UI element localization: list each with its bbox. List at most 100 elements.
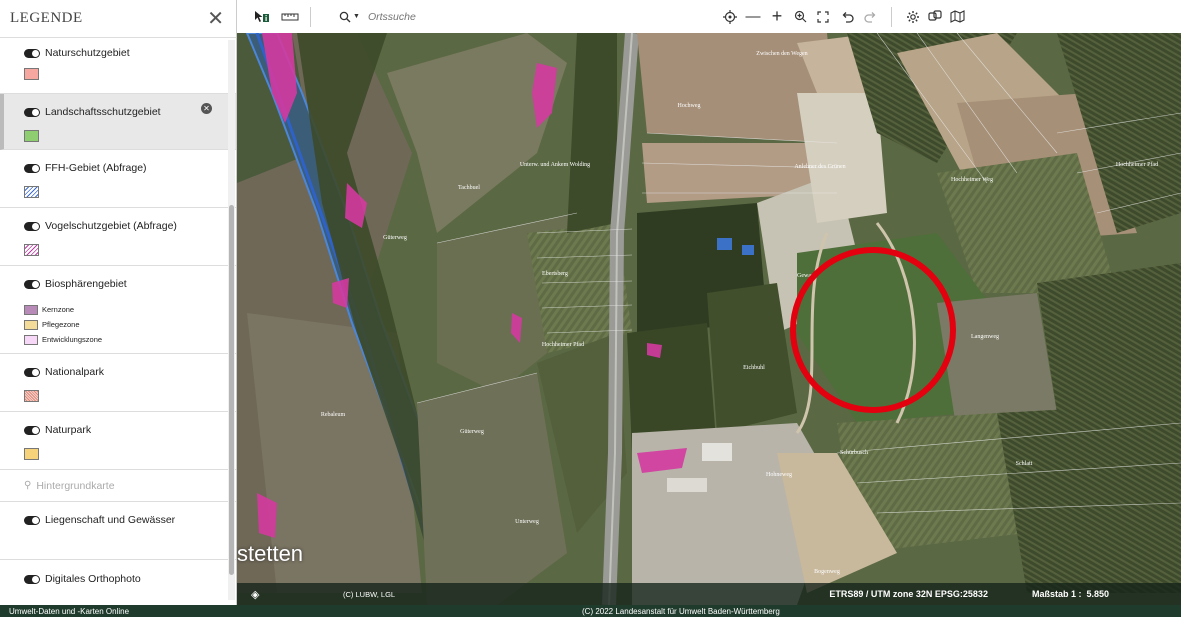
- redo-icon[interactable]: [859, 11, 881, 23]
- legend-scrollbar-thumb[interactable]: [229, 205, 234, 575]
- toggle-icon[interactable]: [24, 48, 40, 58]
- legend-subitem-label: Entwicklungszone: [42, 335, 103, 344]
- legend-item-label: Digitales Orthophoto: [45, 573, 141, 585]
- field-label: Unterweg: [515, 519, 539, 525]
- app-name-link[interactable]: Umwelt-Daten und -Karten Online: [9, 606, 130, 616]
- field-label: Hohneweg: [766, 472, 792, 478]
- field-label: Ebertsberg: [542, 271, 568, 277]
- legend-swatch: [24, 448, 39, 460]
- zoom-out-icon[interactable]: —: [745, 8, 761, 25]
- legend-swatch: [24, 390, 39, 402]
- legend-swatch: [24, 334, 38, 345]
- field-label: Güterweg: [460, 429, 484, 435]
- field-label: Langenweg: [971, 334, 999, 340]
- measure-ruler-icon[interactable]: [280, 12, 300, 22]
- legend-swatch: [24, 68, 39, 80]
- legend-item-biosphaerengebiet[interactable]: Biosphärengebiet Kernzone Pflegezone Ent…: [0, 266, 236, 354]
- field-label: Rebaleum: [321, 412, 346, 418]
- fullscreen-icon[interactable]: [811, 10, 835, 23]
- legend-item-ffh-gebiet[interactable]: FFH-Gebiet (Abfrage): [0, 150, 236, 208]
- field-label: Bogenweg: [814, 569, 840, 575]
- map-copyright: (C) LUBW, LGL: [343, 589, 396, 599]
- legend-subitem-label: Pflegezone: [42, 320, 80, 329]
- legend-item-label: Hintergrundkarte: [36, 479, 115, 492]
- legend-scrollbar[interactable]: [228, 40, 235, 600]
- legend-item-hintergrundkarte[interactable]: ⚲ Hintergrundkarte: [0, 470, 236, 502]
- toggle-icon[interactable]: [24, 425, 40, 435]
- orthophoto-map: [237, 33, 1181, 605]
- legend-swatch: [24, 244, 39, 256]
- search-icon[interactable]: [339, 11, 351, 23]
- legend-item-label: Nationalpark: [45, 366, 104, 378]
- search-box[interactable]: ▼: [339, 5, 629, 29]
- legend-title: LEGENDE: [10, 10, 83, 26]
- legend-swatch: [24, 319, 38, 330]
- toggle-icon[interactable]: [24, 279, 40, 289]
- toolbar-divider: [891, 6, 892, 27]
- field-label: Gewann: [797, 273, 817, 279]
- toggle-icon[interactable]: [24, 163, 40, 173]
- legend-item-naturschutzgebiet[interactable]: Naturschutzgebiet: [0, 38, 236, 94]
- legend-header: LEGENDE ✕: [0, 0, 236, 38]
- field-label: Schürbusch: [840, 450, 868, 456]
- field-label: Hochheimer Pfad: [542, 341, 584, 348]
- search-input[interactable]: [367, 10, 568, 23]
- field-label: Eichbuhl: [743, 365, 765, 371]
- legend-item-digitales-orthophoto[interactable]: Digitales Orthophoto: [0, 560, 236, 600]
- chevron-down-icon[interactable]: ▼: [353, 13, 360, 20]
- field-label: Hochheimer Pfad: [1116, 161, 1158, 168]
- locate-crosshair-icon[interactable]: [719, 9, 741, 24]
- toggle-icon[interactable]: [24, 107, 40, 117]
- legend-item-naturpark[interactable]: Naturpark: [0, 412, 236, 470]
- field-label: Hochweg: [678, 103, 701, 109]
- legend-swatch: [24, 186, 39, 198]
- scale-label: Maßstab 1 :: [1031, 589, 1082, 599]
- toggle-icon[interactable]: [24, 574, 40, 584]
- legend-item-label: Landschaftsschutzgebiet: [45, 106, 161, 118]
- legend-item-vogelschutzgebiet[interactable]: Vogelschutzgebiet (Abfrage): [0, 208, 236, 266]
- field-label: Unterw. und Ankem Wolding: [520, 162, 590, 168]
- legend-item-label: Liegenschaft und Gewässer: [45, 514, 176, 526]
- map-toolbar: ▼ — +: [237, 0, 1181, 33]
- zoom-area-icon[interactable]: [789, 10, 811, 23]
- map-info-bar: ◈ (C) LUBW, LGL ETRS89 / UTM zone 32N EP…: [237, 583, 1181, 605]
- legend-subitem: Kernzone: [24, 302, 236, 317]
- toolbar-divider: [310, 6, 311, 27]
- legend-item-label: Naturpark: [45, 424, 92, 436]
- remove-icon[interactable]: ✕: [201, 103, 212, 114]
- legend-swatch: [24, 304, 38, 315]
- field-label: Schlatt: [1016, 461, 1033, 467]
- zoom-in-icon[interactable]: +: [771, 6, 783, 26]
- info-cursor-icon[interactable]: [252, 10, 272, 24]
- map-place-label: stetten: [237, 541, 304, 566]
- field-label: Güterweg: [383, 235, 407, 241]
- highlight-circle-marker: [790, 247, 956, 413]
- close-icon[interactable]: ✕: [207, 7, 224, 30]
- legend-item-label: FFH-Gebiet (Abfrage): [45, 162, 147, 174]
- legend-item-label: Biosphärengebiet: [45, 278, 127, 290]
- settings-gear-icon[interactable]: [902, 10, 924, 24]
- status-bar: Umwelt-Daten und -Karten Online (C) 2022…: [0, 605, 1181, 617]
- field-label: Anlehner des Grünen: [794, 164, 845, 170]
- layers-icon[interactable]: ◈: [251, 588, 260, 601]
- toggle-icon[interactable]: [24, 367, 40, 377]
- field-label: Tachbuel: [458, 185, 480, 191]
- scale-value[interactable]: 5.850: [1086, 589, 1109, 599]
- legend-item-label: Vogelschutzgebiet (Abfrage): [45, 220, 177, 232]
- legend-panel: LEGENDE ✕ Naturschutzgebiet Landschaftss…: [0, 0, 237, 605]
- legend-subitem: Entwicklungszone: [24, 332, 236, 347]
- legend-item-nationalpark[interactable]: Nationalpark: [0, 354, 236, 412]
- coordinate-system[interactable]: ETRS89 / UTM zone 32N EPSG:25832: [829, 589, 988, 599]
- share-icon[interactable]: [924, 10, 946, 23]
- undo-icon[interactable]: [835, 11, 859, 23]
- toggle-icon[interactable]: [24, 515, 40, 525]
- legend-subitem-label: Kernzone: [42, 305, 75, 314]
- toggle-icon[interactable]: [24, 221, 40, 231]
- legend-item-liegenschaft[interactable]: Liegenschaft und Gewässer: [0, 502, 236, 560]
- field-label: Hochheimer Weg: [951, 177, 993, 183]
- legend-item-landschaftsschutzgebiet[interactable]: Landschaftsschutzgebiet ✕: [0, 94, 236, 150]
- map-book-icon[interactable]: [946, 10, 968, 23]
